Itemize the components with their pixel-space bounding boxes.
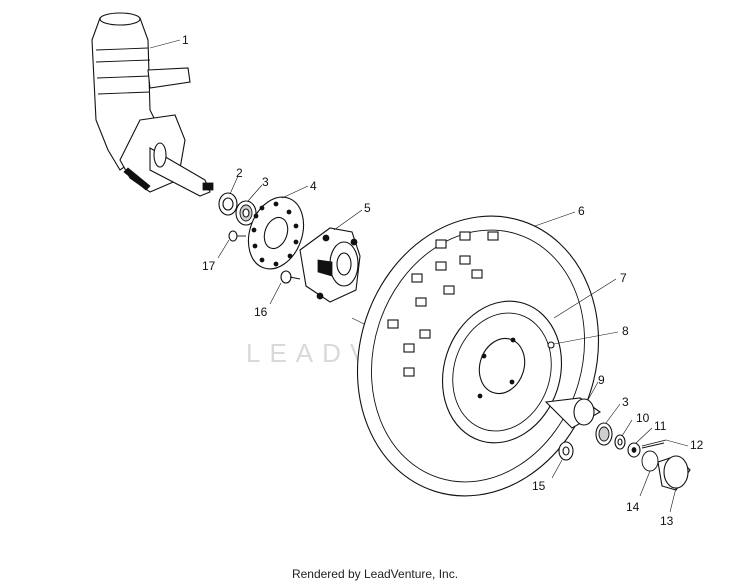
part-10-washer: [614, 434, 626, 450]
part-3-bearing-lower: [595, 422, 613, 446]
footer-credit: Rendered by LeadVenture, Inc.: [291, 567, 459, 581]
part-5-wheel-hub: [299, 227, 361, 303]
callout-11: 11: [654, 419, 667, 433]
part-9-spacer: [544, 397, 602, 429]
part-4-brake-disc: [247, 196, 305, 270]
callout-13: 13: [660, 514, 674, 528]
callout-7: 7: [620, 271, 627, 285]
callout-8: 8: [622, 324, 629, 338]
callout-14: 14: [626, 500, 640, 514]
callout-10: 10: [636, 411, 650, 425]
callout-9: 9: [598, 373, 605, 387]
callout-3b: 3: [622, 395, 629, 409]
callout-4: 4: [310, 179, 317, 193]
part-3-bearing-upper: [235, 200, 257, 226]
part-14-o-ring: [641, 450, 659, 472]
callout-15: 15: [532, 479, 546, 493]
leader-lines: [149, 39, 689, 513]
callout-1: 1: [182, 33, 189, 47]
part-17-bolt: [228, 230, 246, 242]
part-16-stud: [280, 270, 301, 284]
callout-17: 17: [202, 259, 216, 273]
callout-labels: 1 2 3 4 5 6 7 8 9 3 10 11 12 13 14 15 16…: [182, 33, 704, 528]
callout-6: 6: [578, 204, 585, 218]
part-8-valve-stem: [547, 341, 555, 349]
part-12-cotter-pin: [641, 439, 667, 449]
part-7-rim: [441, 300, 563, 444]
callout-2: 2: [236, 166, 243, 180]
part-11-nut: [627, 442, 641, 458]
part-13-hub-cap: [657, 455, 691, 491]
part-2-seal: [218, 192, 238, 216]
callout-12: 12: [690, 438, 704, 452]
part-15-lug-nut: [558, 441, 574, 461]
callout-5: 5: [364, 201, 371, 215]
callout-3a: 3: [262, 175, 269, 189]
callout-16: 16: [254, 305, 268, 319]
part-1-spindle-knuckle: [91, 12, 214, 197]
